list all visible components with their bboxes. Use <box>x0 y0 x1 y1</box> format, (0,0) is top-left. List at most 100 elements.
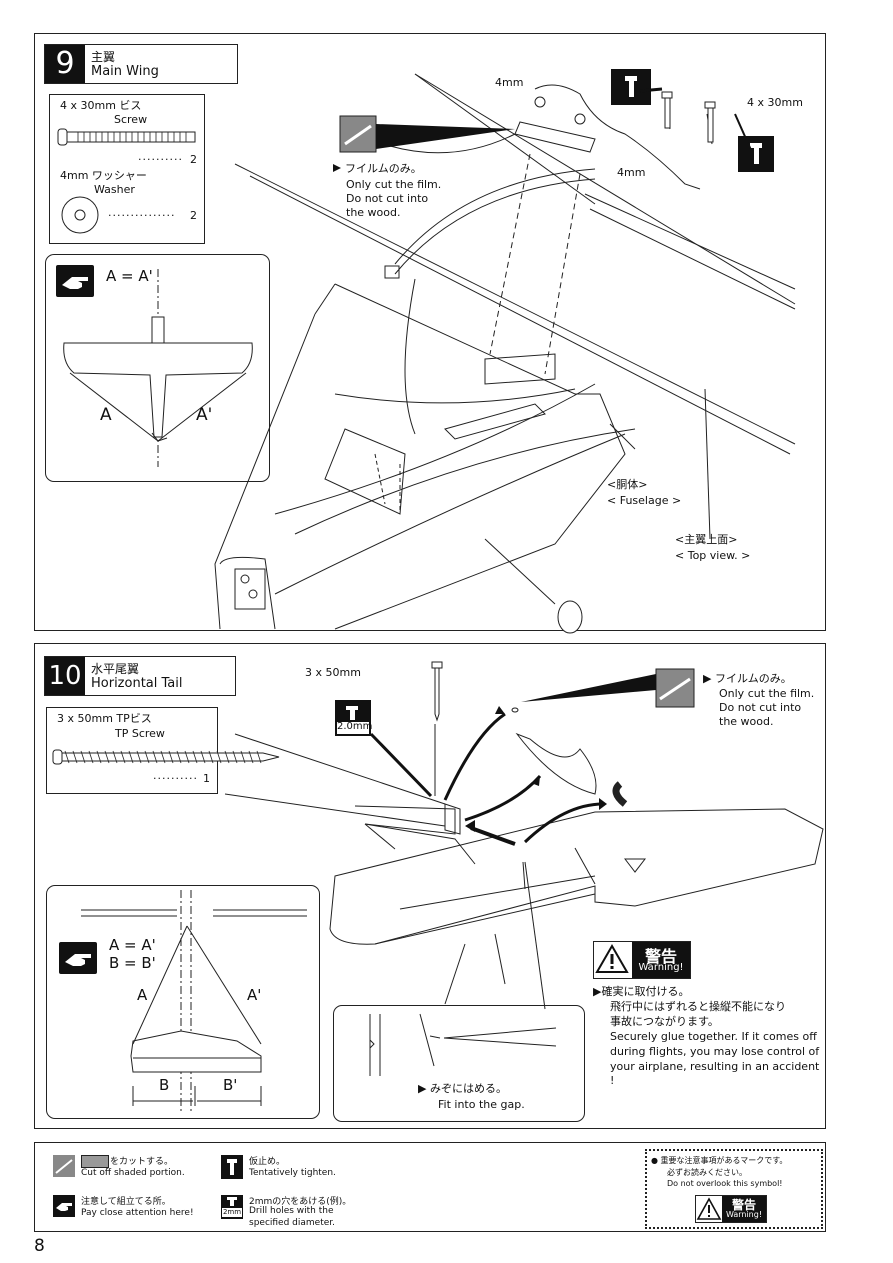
tighten-text-jp: 仮止め。 <box>249 1157 286 1167</box>
film-cut-en-3: the wood. <box>346 206 401 219</box>
dotted-leader: ··············· <box>108 209 176 222</box>
page-number: 8 <box>34 1236 45 1256</box>
label-a: A <box>137 986 148 1004</box>
step-number: 10 <box>45 657 85 695</box>
formula-b: B = B' <box>109 954 156 972</box>
step-title-jp: 水平尾翼 <box>91 662 140 676</box>
care-text-en: Pay close attention here! <box>81 1208 194 1218</box>
screw-label: 4 x 30mm <box>747 96 803 109</box>
parts-list: 3 x 50mm TPビス TP Screw ·········· 1 <box>46 707 280 794</box>
formula-a: A = A' <box>109 936 156 954</box>
tp-screw-icon <box>52 749 280 765</box>
pointing-hand-icon <box>56 265 94 297</box>
step-9-header: 9 主翼 Main Wing <box>44 44 238 84</box>
symbol-legend: をカットする。 Cut off shaded portion. 仮止め。 Ten… <box>34 1142 826 1232</box>
tighten-symbol-icon <box>221 1155 243 1179</box>
part-name-jp: 3 x 50mm TPビス <box>57 712 152 725</box>
dotted-leader: ·········· <box>153 772 198 785</box>
warning-en-3: your airplane, resulting in an accident … <box>610 1060 820 1087</box>
warning-jp-1: ▶確実に取付ける。 <box>593 985 690 998</box>
topview-label-jp: <主翼上面> <box>675 533 738 546</box>
part-qty: 1 <box>203 772 210 785</box>
warning-jp-2: 飛行中にはずれると操縦不能になり <box>610 1000 786 1013</box>
part-qty: 2 <box>190 209 197 222</box>
label-b-prime: B' <box>223 1076 238 1094</box>
step-title-en: Main Wing <box>91 64 159 79</box>
cut-text-jp: をカットする。 <box>110 1157 174 1167</box>
cut-symbol-icon <box>53 1155 75 1177</box>
step-10-panel: 10 水平尾翼 Horizontal Tail 3 x 50mm TPビス TP… <box>34 643 826 1129</box>
warning-en-1: Securely glue together. If it comes off <box>610 1030 817 1043</box>
warning-jp-1-text: 確実に取付ける。 <box>601 985 690 998</box>
warning-triangle-icon <box>595 943 629 973</box>
wing-front-diagram <box>63 269 253 467</box>
warning-title-bg <box>632 942 690 978</box>
warning-title-jp: 警告 <box>644 947 677 966</box>
cut-text-en: Cut off shaded portion. <box>81 1168 185 1178</box>
film-cut-jp: ▶ フイルムのみ。 <box>703 672 792 685</box>
gap-detail: ▶ みぞにはめる。 Fit into the gap. <box>333 1005 585 1122</box>
drill-size-label: 2.0mm <box>337 721 373 732</box>
important-symbol-box: ● 重要な注意事項があるマークです。 必ずお読みください。 Do not ove… <box>645 1149 823 1229</box>
care-text-jp: 注意して組立てる所。 <box>81 1197 171 1207</box>
tighten-text-en: Tentatively tighten. <box>249 1168 336 1178</box>
gap-text-jp-text: みぞにはめる。 <box>429 1082 507 1095</box>
important-jp-1: ● 重要な注意事項があるマークです。 <box>651 1156 788 1165</box>
warning-title-en: Warning! <box>725 1210 763 1219</box>
film-cut-en-2: Do not cut into <box>346 192 429 205</box>
main-wing-illustration <box>214 69 796 634</box>
dotted-leader: ·········· <box>138 153 183 166</box>
fuselage-label-jp: <胴体> <box>607 478 648 491</box>
film-cut-jp: フイルムのみ。 <box>331 162 422 176</box>
label-a: A <box>100 405 112 425</box>
fuselage-label-en: < Fuselage > <box>607 494 682 507</box>
drill-text-jp: 2mmの穴をあける(例)。 <box>249 1197 352 1207</box>
parts-list: 4 x 30mm ビス Screw ·········· 2 4mm ワッシャー… <box>49 94 205 244</box>
part-qty: 2 <box>190 153 197 166</box>
drill-text-en-1: Drill holes with the <box>249 1206 334 1216</box>
film-cut-jp-text: フイルムのみ。 <box>714 672 792 685</box>
drill-symbol-icon <box>221 1195 243 1219</box>
part-name-jp: 4 x 30mm ビス <box>60 99 142 112</box>
label-a-prime: A' <box>196 405 213 425</box>
washer-label: 4mm <box>495 76 524 89</box>
step-number: 9 <box>45 45 85 83</box>
tail-front-diagram <box>81 890 307 1112</box>
film-cut-en-2: Do not cut into <box>719 701 802 714</box>
important-en: Do not overlook this symbol! <box>667 1179 783 1188</box>
shade-swatch <box>81 1155 109 1168</box>
step-title-en: Horizontal Tail <box>91 676 183 691</box>
gap-text-jp: ▶ みぞにはめる。 <box>418 1082 507 1095</box>
screw-icon <box>57 128 196 146</box>
film-cut-en-1: Only cut the film. <box>346 178 442 191</box>
film-cut-en-3: the wood. <box>719 715 774 728</box>
step-9-panel: 9 主翼 Main Wing 4 x 30mm ビス Screw ·······… <box>34 33 826 634</box>
topview-label-en: < Top view. > <box>675 549 751 562</box>
warning-title-bg <box>722 1196 766 1222</box>
pointing-hand-icon <box>53 1195 75 1217</box>
alignment-note: A = A' A A' <box>45 254 270 482</box>
film-cut-jp-text: フイルムのみ。 <box>345 162 422 175</box>
drill-icon-label: 2mm <box>222 1208 242 1216</box>
warning-badge: 警告 Warning! <box>695 1195 767 1223</box>
part-name-en: Washer <box>94 183 135 196</box>
label-a-prime: A' <box>247 986 262 1004</box>
formula: A = A' <box>106 267 153 285</box>
step-title-jp: 主翼 <box>91 50 116 64</box>
alignment-note: A = A' B = B' A A' B B' <box>46 885 320 1119</box>
horizontal-tail-illustration <box>224 661 824 1010</box>
gap-text-en: Fit into the gap. <box>438 1098 525 1111</box>
screw-icon <box>661 91 716 143</box>
part-name-en: Screw <box>114 113 148 126</box>
warning-badge: 警告 Warning! <box>593 941 691 979</box>
warning-en-2: during flights, you may lose control of <box>610 1045 820 1058</box>
screw-label: 3 x 50mm <box>305 666 361 679</box>
warning-title-en: Warning! <box>638 962 684 973</box>
gap-diagram <box>369 1013 557 1076</box>
label-b: B <box>159 1076 170 1094</box>
important-jp-2: 必ずお読みください。 <box>667 1168 747 1177</box>
step-10-header: 10 水平尾翼 Horizontal Tail <box>44 656 236 696</box>
pointing-hand-icon <box>59 942 97 974</box>
warning-triangle-icon <box>696 1197 722 1220</box>
part-name-jp: 4mm ワッシャー <box>60 169 147 182</box>
